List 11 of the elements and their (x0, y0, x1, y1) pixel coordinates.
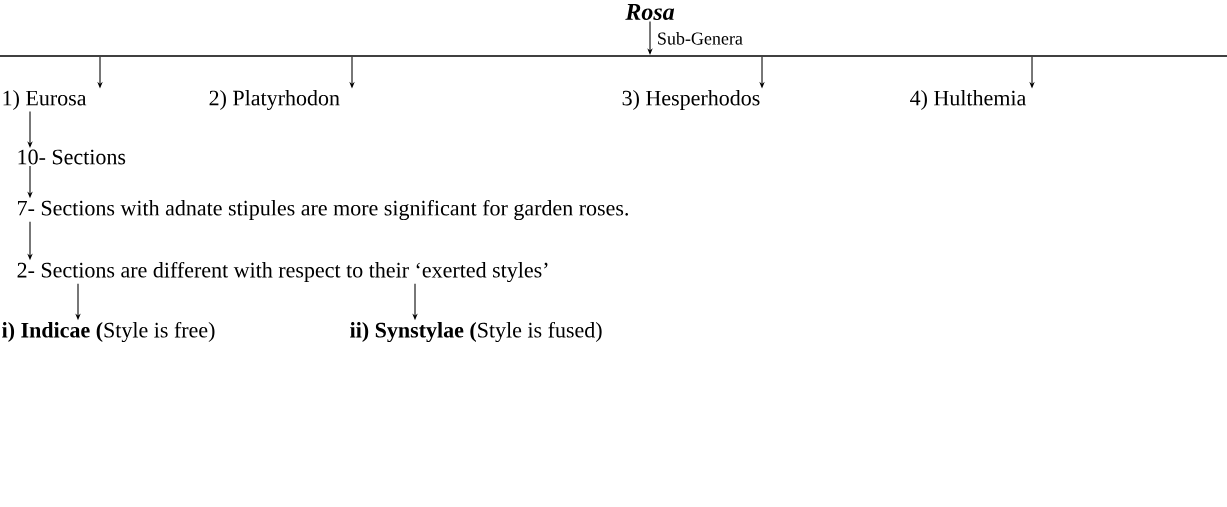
genus-label: Rosa (625, 4, 675, 20)
section-label: 10- Sections (18, 149, 126, 165)
group-label: ii) Synstylae (Style is fused) (350, 321, 602, 343)
edge-label: Sub-Genera (658, 32, 743, 45)
subgenus-label: 2) Platyrhodon (209, 90, 340, 110)
group-label: i) Indicae (Style is free) (2, 321, 215, 343)
subgenus-label: 1) Eurosa (3, 90, 87, 110)
subgenus-label: 4) Hulthemia (910, 90, 1027, 110)
subgenus-label: 3) Hesperhodos (622, 90, 760, 110)
section-label: 7- Sections with adnate stipules are more significant for garden roses. (18, 199, 628, 221)
section-label: 2- Sections are different with respect to their ‘exerted styles’ (17, 261, 548, 283)
